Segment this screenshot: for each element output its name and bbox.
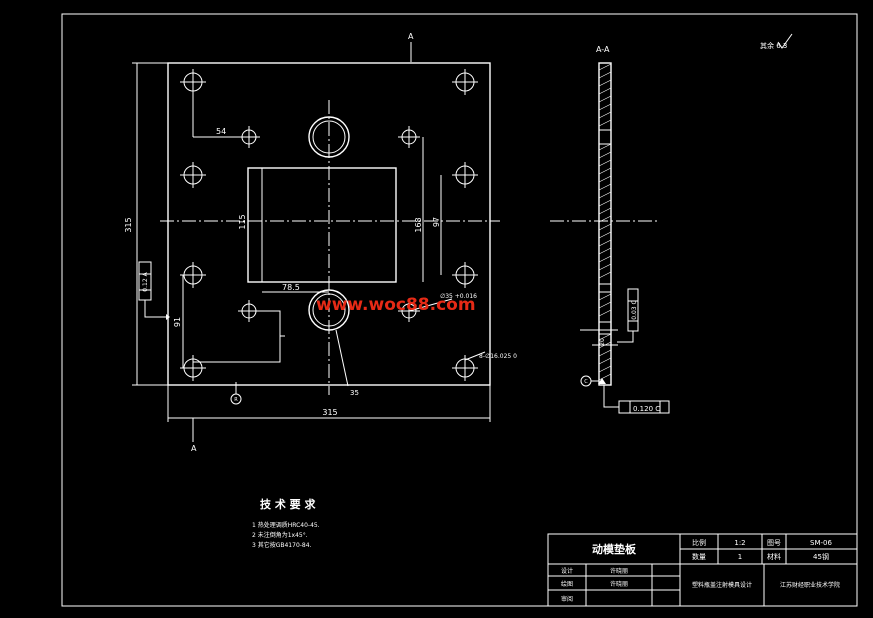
- project-name: 塑料瓶盖注射模具设计: [692, 581, 752, 589]
- section-label: A-A: [596, 45, 610, 54]
- part-name: 动模垫板: [592, 542, 637, 556]
- drawing-no-value: SM-06: [810, 539, 832, 547]
- leader-35: [335, 329, 349, 387]
- draw-label: 绘图: [561, 580, 573, 588]
- hole-4: [452, 162, 478, 188]
- hole-7: [180, 355, 206, 381]
- tech-req-item-2: 2 未注倒角为1x45°.: [252, 531, 308, 539]
- hole-9: [238, 126, 260, 148]
- hole-3: [180, 162, 206, 188]
- drawing-no-label: 图号: [767, 539, 781, 547]
- material-value: 45钢: [813, 552, 829, 561]
- review-label: 审阅: [561, 595, 573, 603]
- scale-value: 1:2: [734, 539, 745, 547]
- material-label: 材料: [767, 552, 781, 561]
- watermark: www.woc88.com: [316, 295, 476, 315]
- tech-req-title: 技 术 要 求: [260, 497, 316, 511]
- scale-label: 比例: [692, 538, 706, 547]
- dim-168: 168: [414, 217, 423, 232]
- dim-width-bottom: 315: [322, 408, 337, 417]
- hole-1: [180, 69, 206, 95]
- tech-req-item-1: 1 热处理调质HRC40-45.: [252, 521, 320, 529]
- dim-97: 97: [432, 217, 441, 227]
- datum-c-label: C: [584, 379, 588, 385]
- hole-6: [452, 262, 478, 288]
- bore-tolerance: ∅35 +0.016: [440, 293, 477, 300]
- tech-req-item-3: 3 其它按GB4170-84.: [252, 541, 312, 549]
- dim-78-5: 78.5: [282, 283, 300, 292]
- hole-2: [452, 69, 478, 95]
- plate-outline: [167, 62, 491, 386]
- flatness-frame-section-bottom: 0.120 C: [603, 385, 670, 414]
- roughness-symbol: [777, 33, 793, 49]
- design-label: 设计: [561, 567, 573, 575]
- dim-91: 91: [173, 317, 182, 327]
- drawing-frame: [61, 13, 858, 607]
- title-block: [547, 533, 858, 607]
- qty-value: 1: [738, 553, 742, 561]
- dim-54: 54: [216, 127, 226, 136]
- qty-label: 数量: [692, 552, 706, 561]
- section-dim-20: 20: [599, 338, 606, 346]
- draw-value: 许晓丽: [610, 580, 628, 588]
- section-mark-top: A: [408, 32, 414, 41]
- inner-pocket: [247, 167, 397, 283]
- svg-text:0.120 C: 0.120 C: [633, 405, 660, 413]
- dim-35: 35: [350, 389, 359, 397]
- roughness-note: 其余 6.3: [760, 41, 787, 50]
- hole-10: [398, 126, 420, 148]
- datum-r-label: R: [234, 397, 238, 403]
- leader-bottom-left: [193, 310, 281, 363]
- svg-text:0.03 C: 0.03 C: [631, 300, 638, 319]
- dim-115: 115: [238, 214, 247, 229]
- hole-8: [452, 355, 478, 381]
- hole-5: [180, 262, 206, 288]
- dim-height-left: 315: [124, 217, 133, 232]
- section-view: [598, 62, 612, 386]
- svg-text:0.12 A: 0.12 A: [142, 271, 149, 291]
- hole-tolerance: 8-∅16.025 0: [479, 353, 517, 360]
- bottom-bore: [308, 289, 350, 331]
- section-mark-bottom: A: [191, 444, 197, 453]
- design-value: 许晓丽: [610, 567, 628, 575]
- top-bore: [308, 116, 350, 158]
- flatness-frame-left-plate: 0.12 A: [138, 261, 170, 320]
- flatness-frame-section-right: 0.03 C: [617, 288, 639, 343]
- school-name: 江苏财经职业技术学院: [780, 581, 840, 589]
